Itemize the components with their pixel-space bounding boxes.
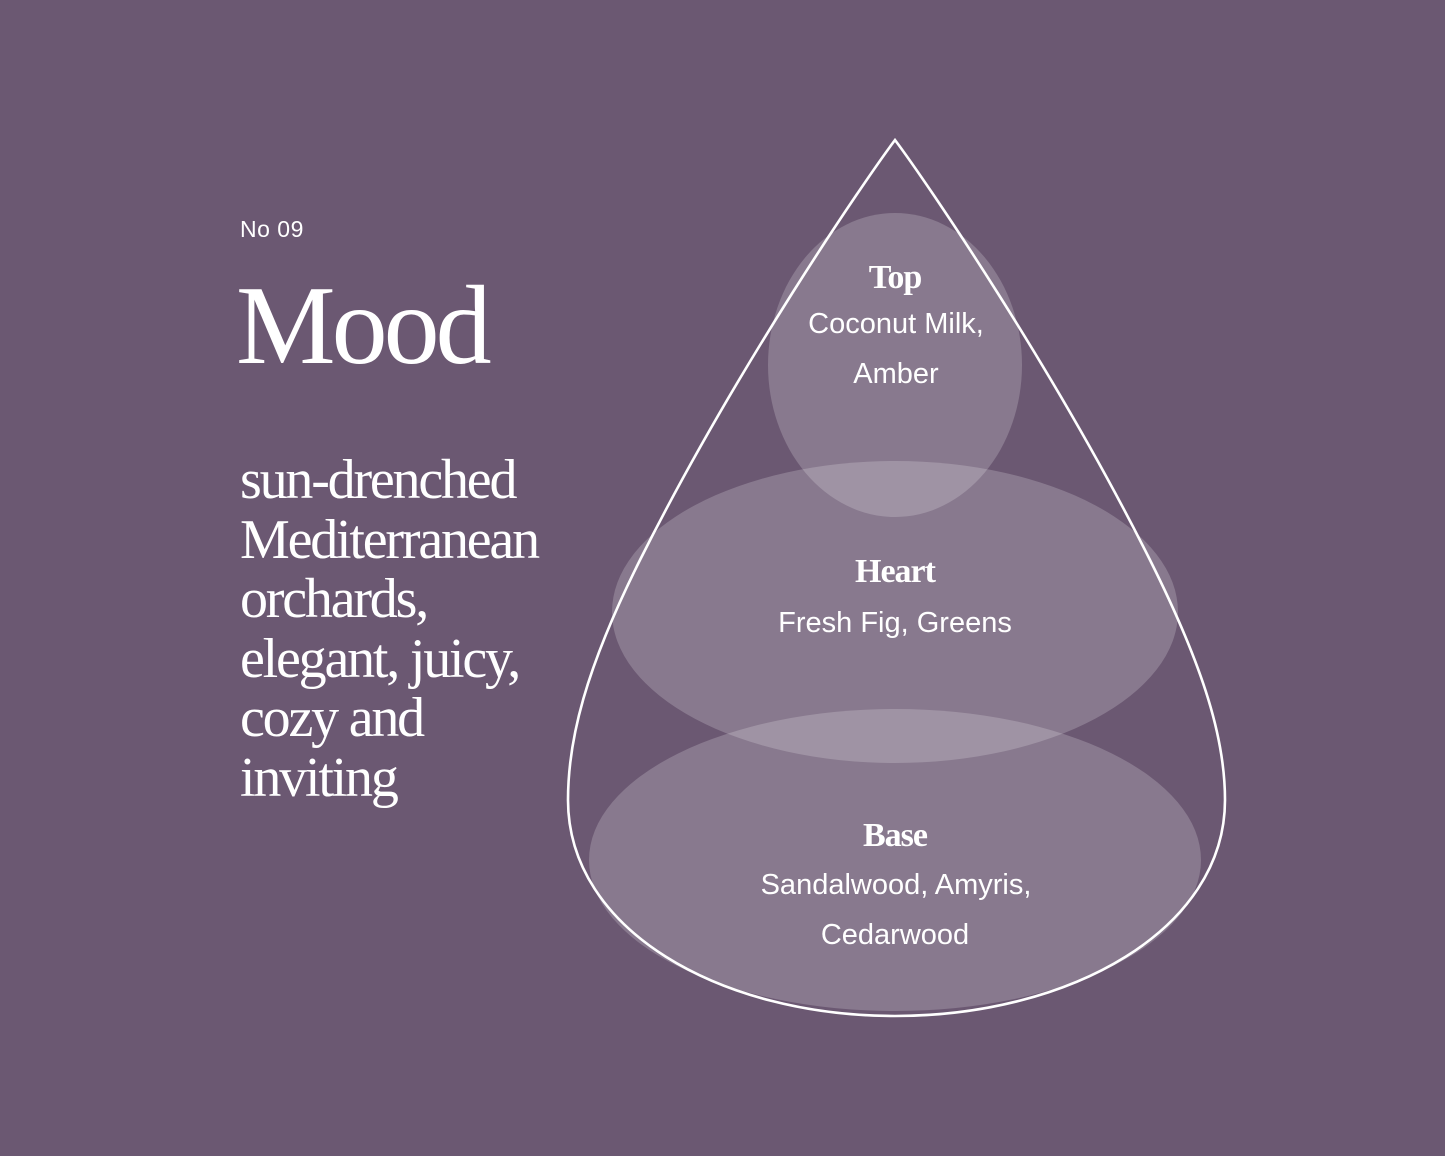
base-note-line: Cedarwood bbox=[821, 919, 969, 951]
base-note-title: Base bbox=[863, 817, 928, 854]
top-note-line: Amber bbox=[853, 358, 939, 390]
top-note-line: Coconut Milk, bbox=[808, 308, 984, 340]
description-line: orchards, bbox=[240, 568, 429, 630]
description-line: cozy and bbox=[240, 687, 425, 749]
description-line: sun-drenched bbox=[240, 449, 517, 511]
description-line: inviting bbox=[240, 746, 399, 809]
top-note-title: Top bbox=[869, 259, 922, 296]
base-note-line: Sandalwood, Amyris, bbox=[761, 869, 1032, 901]
heart-note-line: Fresh Fig, Greens bbox=[778, 607, 1012, 639]
top-note-circle bbox=[768, 213, 1022, 517]
drop-outline bbox=[566, 137, 1227, 1018]
heart-note-ellipse bbox=[612, 461, 1178, 763]
description-line: elegant, juicy, bbox=[240, 627, 521, 690]
product-title: Mood bbox=[236, 264, 492, 388]
base-note-ellipse bbox=[589, 709, 1201, 1011]
mood-description: sun-drenched Mediterranean orchards, ele… bbox=[240, 449, 540, 809]
heart-note-title: Heart bbox=[855, 553, 937, 590]
product-number: No 09 bbox=[240, 216, 304, 242]
description-line: Mediterranean bbox=[240, 508, 540, 571]
